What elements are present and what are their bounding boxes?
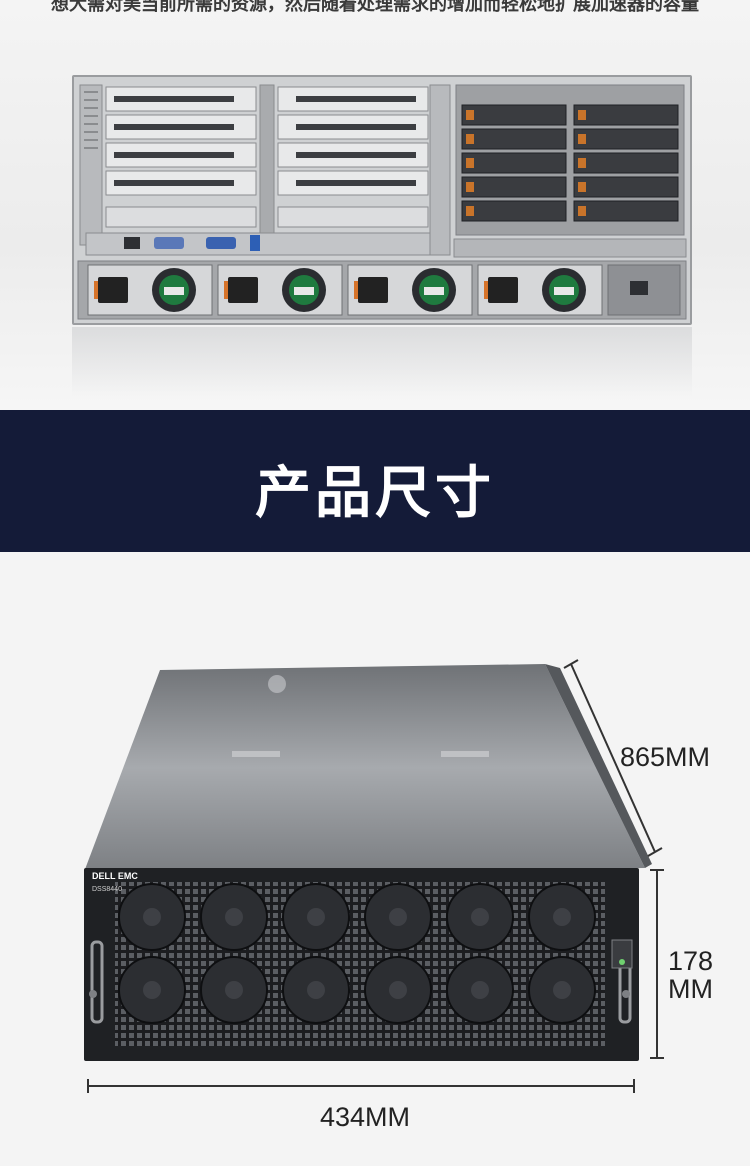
section-header-band: 产品尺寸 [0,410,750,552]
height-label-unit: MM [668,974,713,1004]
status-panel [611,939,633,969]
front-server-illustration: DELL EMC DSS8440 [84,659,664,1093]
server-rear-illustration [77,84,687,320]
front-mesh [115,882,605,1046]
dimension-lines [87,659,664,1093]
product-dimensions-section: DELL EMC DSS8440 865MM 178 MM 434MM [0,552,750,1166]
model-label: DSS8440 [92,886,122,893]
server-rear-panel [72,75,692,325]
section-title: 产品尺寸 [255,461,495,526]
height-label-value: 178 [668,946,714,976]
width-label: 434MM [320,1102,411,1132]
chassis-top [84,664,645,872]
depth-label: 865MM [620,742,711,772]
rear-view-section: 想大需对美当前所需的资源，然后随着处理需求的增加而轻松地扩展加速器的容量 [0,0,750,410]
top-caption: 想大需对美当前所需的资源，然后随着处理需求的增加而轻松地扩展加速器的容量 [51,0,699,15]
brand-logo: DELL EMC [92,871,138,881]
left-handle [90,940,104,1024]
fan-array [118,883,596,1024]
server-reflection [72,327,692,397]
